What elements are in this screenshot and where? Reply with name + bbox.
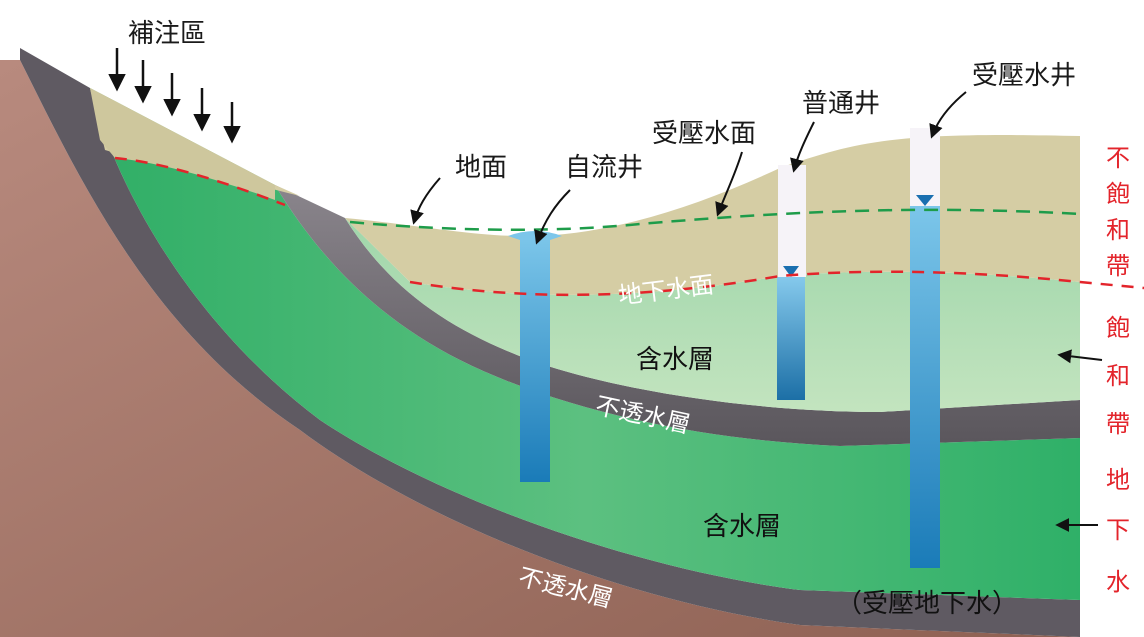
side-char: 地 [1106,466,1130,494]
flowing-well-label: 自流井 [565,153,643,183]
confined-well-column [910,206,940,568]
recharge-arrows [108,48,241,144]
groundwater-side-label: 地 下 水 [1106,466,1130,596]
confined-well-pointer-icon [929,91,967,139]
bedrock-layer [0,60,1080,637]
side-char: 帶 [1106,410,1130,438]
water-table-line-slope [114,156,286,207]
ordinary-well-label: 普通井 [802,89,880,119]
ground-surface-label: 地面 [455,153,507,183]
side-char: 帶 [1106,252,1130,280]
recharge-slope-shading [90,88,275,200]
side-char: 和 [1106,362,1130,390]
unsaturated-zone-side-label: 不 飽 和 帶 [1106,144,1130,280]
confined-well-water-level-icon [916,195,934,206]
confined-well-casing [910,128,940,208]
confined-groundwater-label: （受壓地下水） [836,589,1018,619]
ordinary-well-pointer-icon [790,121,815,173]
side-char: 和 [1106,216,1130,244]
side-char: 不 [1106,144,1130,172]
lower-aquitard-layer [20,48,1080,637]
saturated-zone-pointer-icon [1057,349,1103,364]
flowing-well-column [520,236,550,482]
flowing-well-pointer-icon [534,189,571,245]
side-char: 飽 [1106,180,1130,208]
upper-aquifer-layer [345,218,1080,412]
side-char: 下 [1106,516,1130,544]
piezometric-surface-label: 受壓水面 [652,119,756,149]
lower-aquifer-label: 含水層 [703,512,781,542]
flowing-well-overflow [508,231,562,240]
water-table-line [409,270,1144,297]
recharge-zone-label: 補注區 [128,19,206,49]
piezometric-pointer-icon [715,151,743,217]
confined-well-label: 受壓水井 [972,61,1076,91]
lower-aquifer-layer [90,88,1080,600]
upper-aquitard-layer [275,185,1080,446]
saturated-zone-side-label: 飽 和 帶 [1106,314,1130,438]
ordinary-well-casing [778,165,806,277]
upper-aquifer-label: 含水層 [636,345,714,375]
ordinary-well-water-level-icon [783,266,799,277]
ordinary-well-column [777,277,805,400]
ground-surface-pointer-icon [410,177,441,225]
piezometric-surface-line [349,208,1081,232]
side-char: 飽 [1106,314,1130,342]
side-char: 水 [1106,568,1130,596]
